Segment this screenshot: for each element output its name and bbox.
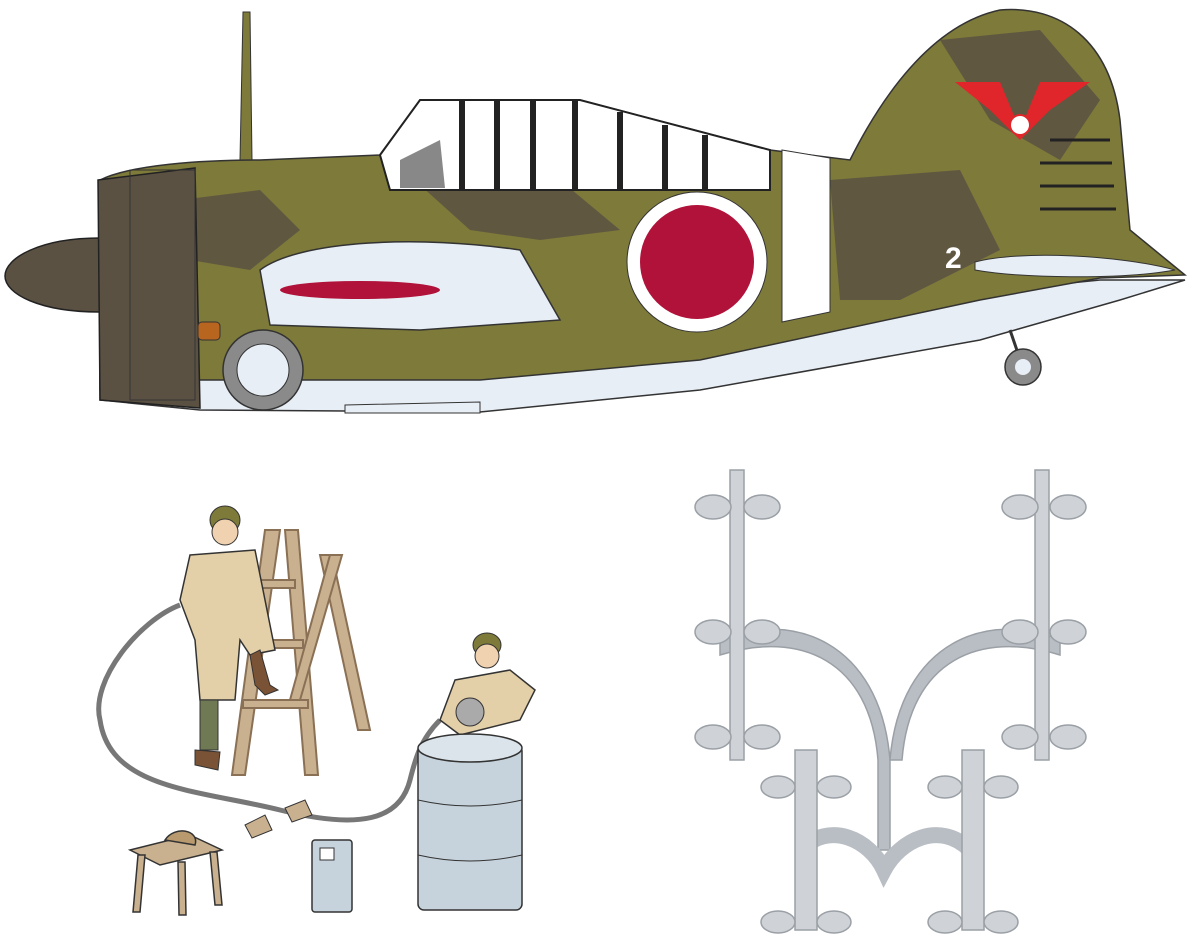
exhaust (197, 321, 221, 341)
belly-vents (344, 401, 481, 414)
ground-crew-set (96, 505, 536, 916)
engine-cowling (97, 167, 201, 409)
sprue-runner (794, 827, 976, 888)
propeller-spinner (4, 237, 101, 313)
sprue-runner (719, 628, 891, 851)
cowl-flap (129, 169, 196, 401)
tail-number: 2 (945, 242, 962, 275)
wheel-chock (284, 799, 313, 823)
plastic-sprue (694, 469, 1087, 934)
wheel-chock (244, 814, 273, 839)
camo-patch (180, 190, 300, 270)
crew-figure-standing (179, 505, 280, 771)
sprue-part-tree (1001, 469, 1087, 761)
fuel-drum (417, 733, 523, 911)
antenna-mast (239, 11, 253, 161)
tail-emblem (955, 82, 1090, 140)
sprue-part-tree (927, 749, 1019, 934)
pilot-seat (400, 140, 445, 188)
tail-wheel (1004, 329, 1042, 386)
camo-patch (940, 30, 1100, 160)
white-fuselage-band (781, 149, 831, 323)
horizontal-stabilizer (974, 254, 1176, 278)
sprue-part-tree (760, 749, 852, 934)
wing-hinomaru (280, 281, 440, 299)
sprue-runner (889, 628, 1061, 761)
sprue-part-tree (694, 469, 781, 761)
fuselage-hinomaru (640, 205, 754, 319)
main-wheel (222, 329, 304, 411)
stool (127, 830, 225, 916)
crew-figure-pumping (439, 632, 536, 736)
rudder-ribs (1040, 138, 1116, 211)
camo-patch (830, 170, 1000, 300)
hand-pump (455, 697, 485, 727)
fuel-hose (96, 602, 442, 823)
aircraft-side-view: 2 (4, 8, 1188, 414)
canopy-frames (459, 100, 708, 190)
camo-patch (420, 180, 620, 240)
fuel-can (311, 839, 353, 913)
